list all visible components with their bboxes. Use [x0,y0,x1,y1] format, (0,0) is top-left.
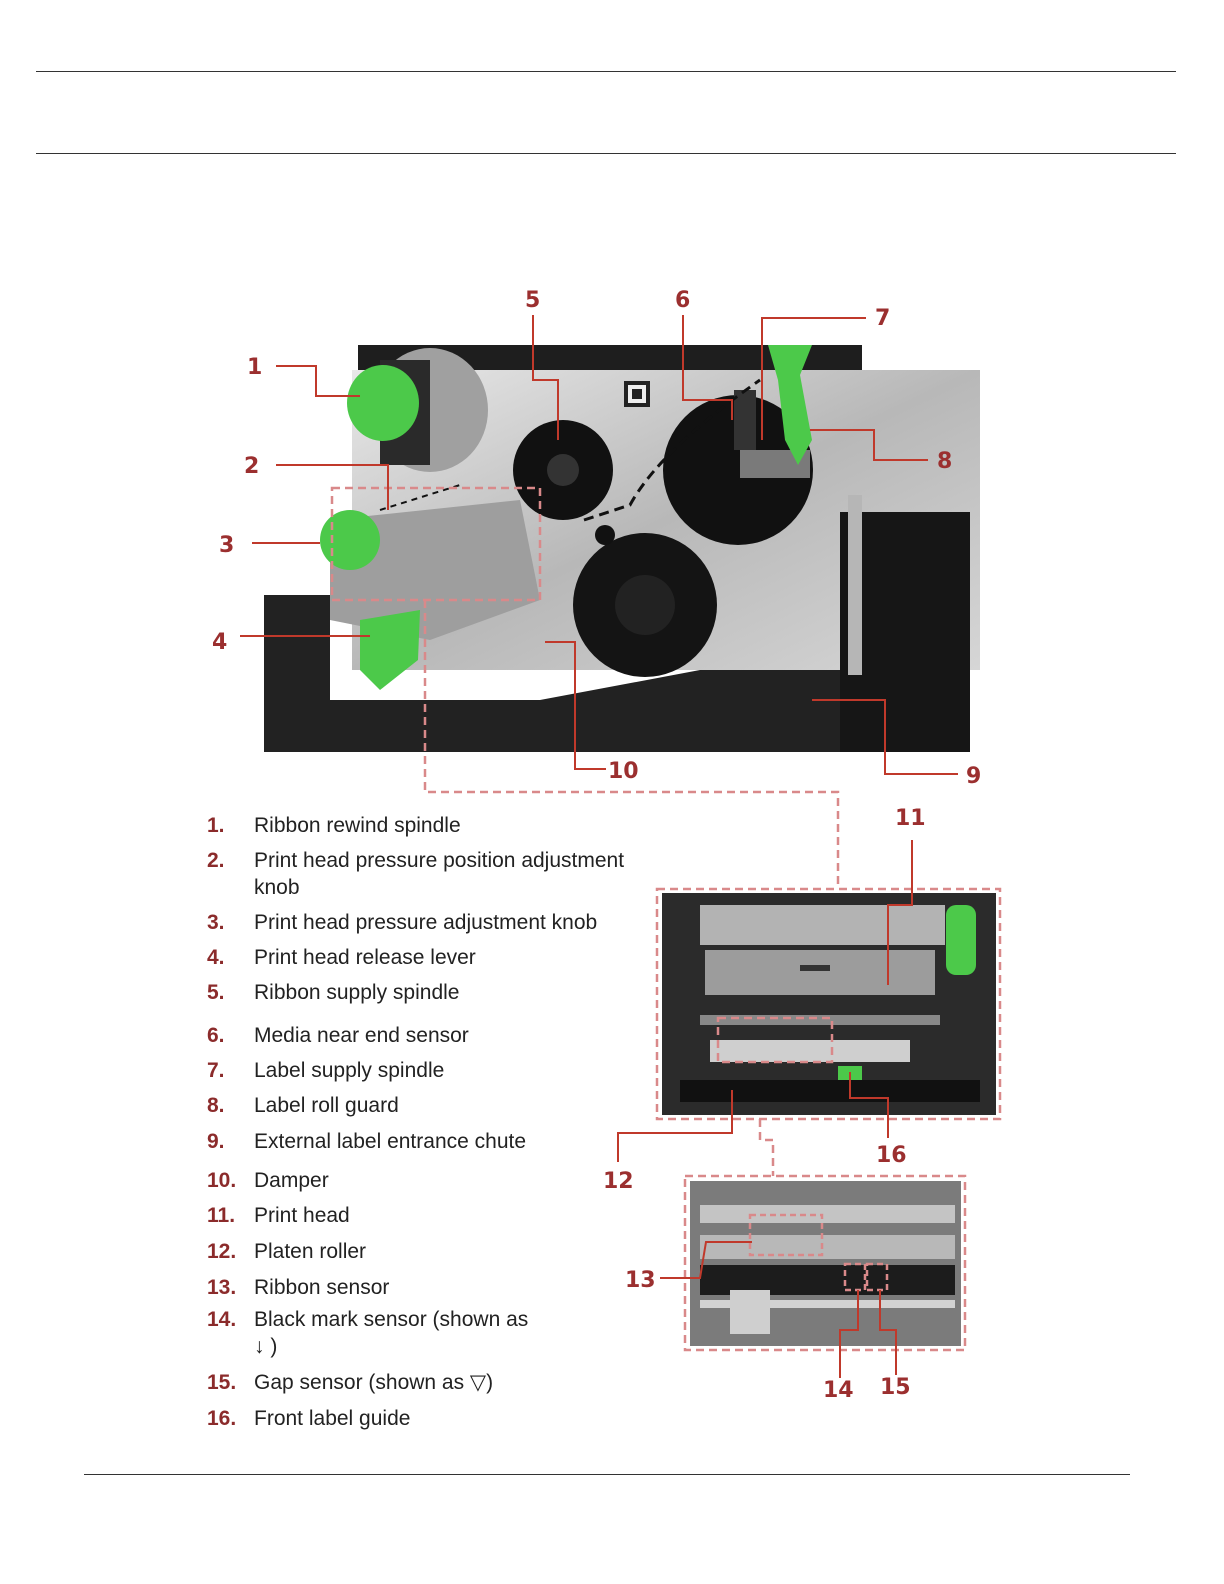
legend-item: 13. Ribbon sensor [207,1274,669,1301]
legend-number: 3. [207,911,225,934]
footer-rule [84,1474,1130,1475]
legend-item: 12. Platen roller [207,1238,669,1265]
legend-number: 16. [207,1407,237,1430]
callout-6: 6 [675,288,690,313]
legend-text: Ribbon sensor [254,1276,390,1299]
legend-text: Print head [254,1204,350,1227]
callout-8: 8 [937,449,952,474]
legend-item: 2. Print head pressure position adjustmen… [207,847,669,901]
legend-item: 6. Media near end sensor [207,1022,669,1049]
legend-number: 10. [207,1169,237,1192]
parts-legend: 1. Ribbon rewind spindle 2. Print head pre… [207,812,669,1432]
callout-3: 3 [219,533,234,558]
legend-text: Ribbon supply spindle [254,981,460,1004]
legend-item: 3. Print head pressure adjustment knob [207,909,669,936]
legend-item: 9. External label entrance chute [207,1128,669,1155]
legend-number: 4. [207,946,225,969]
legend-item: 10. Damper [207,1167,669,1194]
leader-lines [240,315,958,1378]
legend-number: 1. [207,814,225,837]
legend-text: Platen roller [254,1240,367,1263]
legend-item: 14. Black mark sensor (shown as ↓ ) [207,1306,534,1360]
legend-number: 14. [207,1308,237,1331]
legend-number: 6. [207,1024,225,1047]
legend-text: Black mark sensor (shown as ↓ ) [254,1308,529,1358]
callout-5: 5 [525,288,540,313]
callout-15: 15 [880,1375,911,1400]
legend-number: 7. [207,1059,225,1082]
legend-text: External label entrance chute [254,1130,527,1153]
legend-number: 13. [207,1276,237,1299]
callout-13: 13 [625,1268,656,1293]
printer-photo [264,345,980,752]
legend-number: 8. [207,1094,225,1117]
legend-item: 5. Ribbon supply spindle [207,979,669,1006]
legend-text: Front label guide [254,1407,411,1430]
callout-2: 2 [244,454,259,479]
legend-text: Damper [254,1169,329,1192]
header-rule-top [36,71,1176,72]
legend-item: 4. Print head release lever [207,944,669,971]
legend-text: Print head pressure adjustment knob [254,911,598,934]
legend-number: 11. [207,1204,236,1227]
callout-11: 11 [895,806,926,831]
legend-text: Print head pressure position adjustment … [254,849,625,899]
legend-text: Gap sensor (shown as ▽) [254,1371,494,1394]
callout-16: 16 [876,1143,907,1168]
legend-item: 8. Label roll guard [207,1092,669,1119]
legend-text: Label supply spindle [254,1059,445,1082]
legend-text: Print head release lever [254,946,476,969]
detail-frames [330,486,1002,1352]
legend-number: 2. [207,849,225,872]
legend-number: 5. [207,981,225,1004]
sensor-detail-photo [690,1181,961,1346]
header-rule-bottom [36,153,1176,154]
legend-number: 12. [207,1240,237,1263]
legend-number: 15. [207,1371,237,1394]
legend-item: 16. Front label guide [207,1405,669,1432]
callout-9: 9 [966,764,981,789]
callout-1: 1 [247,355,262,380]
callout-12: 12 [603,1169,634,1194]
printhead-detail-photo [662,893,996,1115]
legend-item: 7. Label supply spindle [207,1057,669,1084]
legend-text: Media near end sensor [254,1024,469,1047]
callout-7: 7 [875,306,890,331]
legend-text: Ribbon rewind spindle [254,814,461,837]
callout-14: 14 [823,1378,854,1403]
callout-4: 4 [212,630,227,655]
legend-item: 11. Print head [207,1202,669,1229]
legend-item: 1. Ribbon rewind spindle [207,812,669,839]
legend-text: Label roll guard [254,1094,399,1117]
legend-number: 9. [207,1130,225,1153]
callout-10: 10 [608,759,639,784]
legend-item: 15. Gap sensor (shown as ▽) [207,1369,669,1396]
